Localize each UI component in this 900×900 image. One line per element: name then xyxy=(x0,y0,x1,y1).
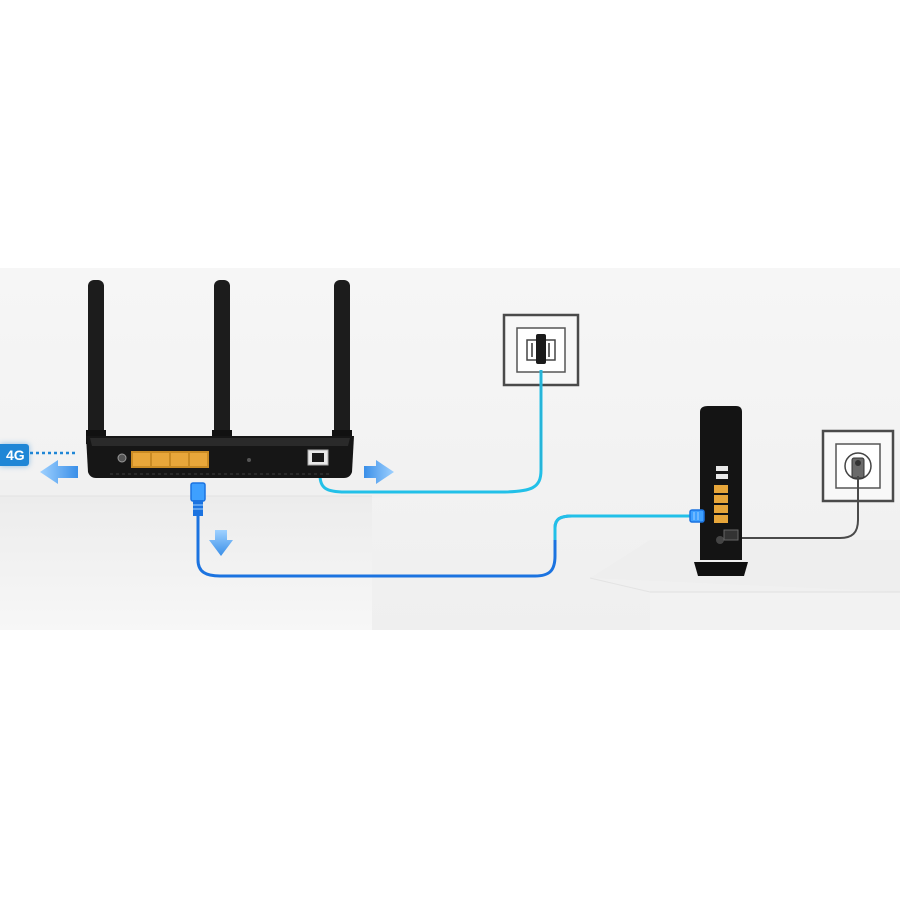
left-desk xyxy=(0,480,440,630)
arrow-down-icon xyxy=(209,530,233,556)
arrow-left-icon xyxy=(40,460,78,484)
lte-badge: 4G xyxy=(0,444,29,466)
arrow-right-icon xyxy=(364,460,394,484)
power-cable xyxy=(738,476,859,539)
ethernet-cable xyxy=(196,514,692,578)
dsl-cable xyxy=(318,369,543,494)
right-desk xyxy=(589,540,900,630)
router-icon xyxy=(86,280,354,478)
modem-ethernet-plug-icon xyxy=(689,509,705,523)
phone-jack-icon xyxy=(502,313,580,387)
ethernet-plug-icon xyxy=(190,482,206,516)
modem-icon xyxy=(694,406,748,576)
